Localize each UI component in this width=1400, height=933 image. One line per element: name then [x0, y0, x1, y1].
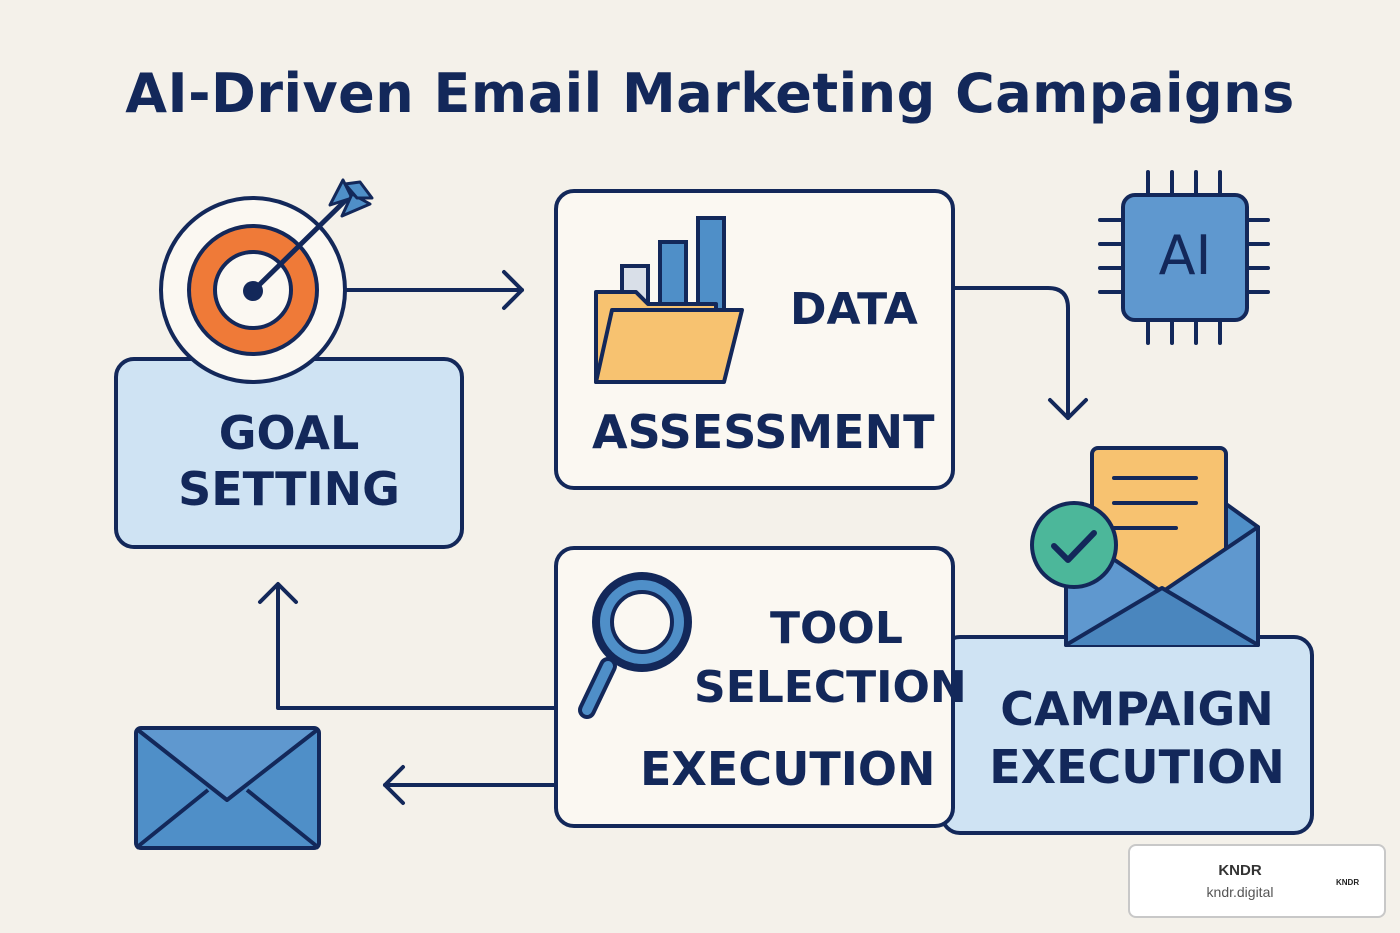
campaign-execution-label-line1: CAMPAIGN [1000, 682, 1274, 736]
data-assessment-label-line2: ASSESSMENT [592, 405, 935, 459]
tool-selection-label-line3: EXECUTION [640, 742, 936, 796]
arrowhead-data-to-campaign [1048, 398, 1088, 420]
data-assessment-label-line1: DATA [790, 284, 918, 335]
tool-selection-label-line1: TOOL [770, 603, 903, 654]
ai-chip-label: AI [1158, 224, 1212, 287]
arrowhead-tool-to-envelope [383, 765, 405, 805]
brand-watermark: KNDR kndr.digital KNDR [1128, 844, 1386, 918]
goal-setting-label-line2: SETTING [178, 462, 400, 516]
arrow-tool-to-goal [276, 583, 557, 710]
goal-setting-box [114, 357, 464, 549]
arrowhead-goal-to-data [502, 270, 524, 310]
campaign-execution-label-line2: EXECUTION [989, 740, 1285, 794]
arrowhead-tool-to-goal [258, 582, 298, 604]
brand-name: KNDR [1218, 862, 1262, 879]
tool-selection-label-line2: SELECTION [694, 662, 967, 713]
diagram-title: AI-Driven Email Marketing Campaigns [125, 62, 1295, 125]
brand-logo: KNDR [1336, 878, 1360, 887]
arrow-data-to-campaign [953, 286, 1070, 420]
brand-url: kndr.digital [1206, 884, 1274, 900]
goal-setting-label-line1: GOAL [218, 406, 360, 460]
